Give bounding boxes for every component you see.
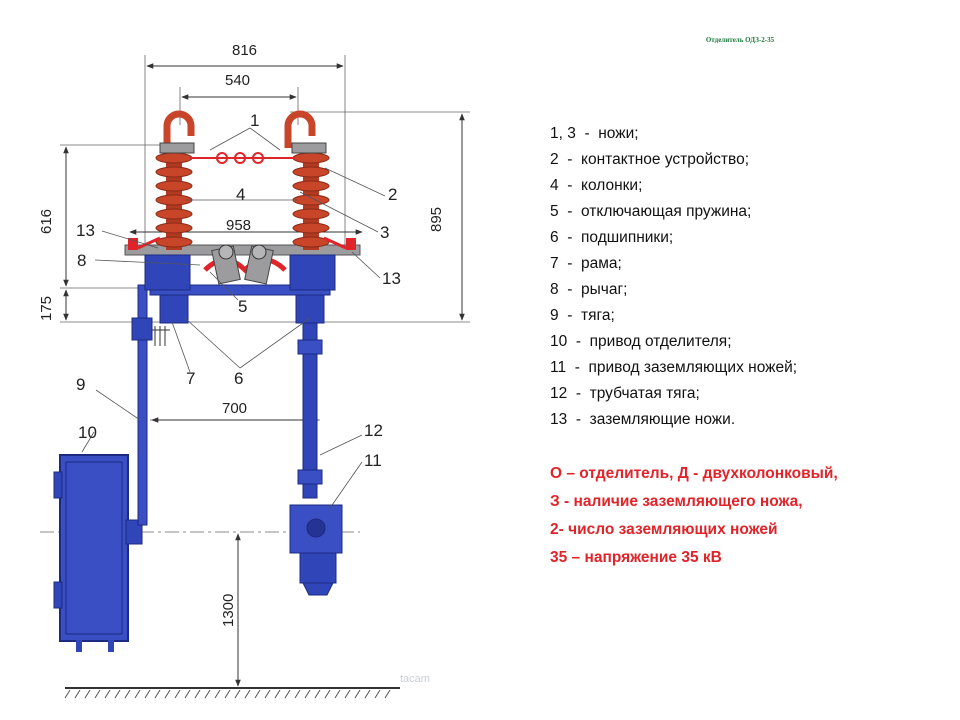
callout-8: 8 <box>77 251 86 270</box>
ground-line <box>64 687 400 699</box>
grounding-blade <box>137 236 347 250</box>
tubular-rod <box>297 322 323 499</box>
legend-item: 6 - подшипники; <box>550 229 674 246</box>
parts-legend: 1, 3 - ножи; 2 - контактное устройство; … <box>550 121 797 433</box>
operator-cabinet <box>53 454 143 652</box>
leader-lines <box>81 127 386 509</box>
callout-9: 9 <box>76 375 85 394</box>
legend-item: 2 - контактное устройство; <box>550 151 750 168</box>
callout-4: 4 <box>236 185 245 204</box>
dim-175: 175 <box>38 296 55 321</box>
callout-12: 12 <box>364 421 383 440</box>
callout-1: 1 <box>250 111 259 130</box>
callout-11: 11 <box>364 451 382 470</box>
drive-rod <box>131 284 170 526</box>
callout-7: 7 <box>186 369 195 388</box>
legend-item: 11 - привод заземляющих ножей; <box>550 359 798 376</box>
legend-item: 4 - колонки; <box>550 177 643 194</box>
legend-item: 9 - тяга; <box>550 307 615 324</box>
callout-10: 10 <box>78 423 97 442</box>
lever-mechanism <box>203 244 287 285</box>
callout-13-right: 13 <box>382 269 401 288</box>
legend-item: 10 - привод отделителя; <box>550 333 732 350</box>
designation-line: 2- число заземляющих ножей <box>550 521 778 538</box>
dim-1300: 1300 <box>220 594 237 627</box>
dim-958: 958 <box>226 217 251 234</box>
insulator-column-left <box>155 150 193 250</box>
legend-item: 12 - трубчатая тяга; <box>550 385 700 402</box>
type-designation: О – отделитель, Д - двухколонковый, З - … <box>550 460 838 572</box>
callout-3: 3 <box>380 223 389 242</box>
callout-2: 2 <box>388 185 397 204</box>
callout-5: 5 <box>238 297 247 316</box>
insulator-column-right <box>292 150 330 250</box>
designation-line: 35 – напряжение 35 кВ <box>550 549 722 566</box>
disconnector-drawing: 816 540 958 895 616 175 700 1300 <box>38 42 470 699</box>
callout-13-left: 13 <box>76 221 95 240</box>
dimension-values: 816 540 958 895 616 175 700 1300 <box>38 42 445 627</box>
dim-616: 616 <box>38 209 55 234</box>
callout-6: 6 <box>234 369 243 388</box>
dim-700: 700 <box>222 400 247 417</box>
grounding-drive <box>289 504 343 596</box>
dim-816: 816 <box>232 42 257 59</box>
legend-item: 5 - отключающая пружина; <box>550 203 752 220</box>
base-frame <box>124 238 361 324</box>
legend-item: 7 - рама; <box>550 255 622 272</box>
designation-line: О – отделитель, Д - двухколонковый, <box>550 465 838 482</box>
watermark: tacam <box>400 673 430 685</box>
slide-title: Отделитель ОДЗ-2-35 <box>705 36 775 44</box>
callouts: 1 2 3 4 5 6 7 8 9 10 11 12 13 13 <box>76 111 401 470</box>
blades <box>159 110 327 164</box>
legend-item: 13 - заземляющие ножи. <box>550 411 736 428</box>
dim-540: 540 <box>225 72 250 89</box>
legend-item: 1, 3 - ножи; <box>550 125 639 142</box>
designation-line: З - наличие заземляющего ножа, <box>550 493 803 510</box>
dim-895: 895 <box>428 207 445 232</box>
legend-item: 8 - рычаг; <box>550 281 628 298</box>
